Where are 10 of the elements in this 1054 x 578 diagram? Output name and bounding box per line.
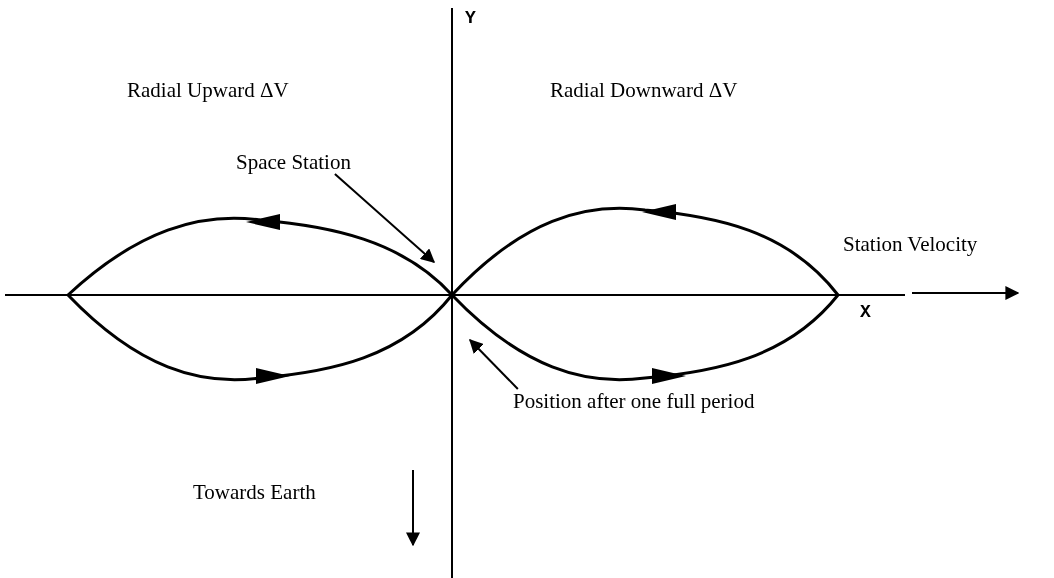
annotation-text: Radial Upward ΔV [127,78,289,103]
annotation-text: Radial Downward ΔV [550,78,738,103]
axis-label: X [860,302,871,323]
callout-text: Position after one full period [513,389,755,414]
axis-label: Y [465,8,476,29]
annotation-text: Station Velocity [843,232,978,257]
callout-text: Space Station [236,150,351,175]
leader-arrow [469,339,519,390]
annotation-text: Towards Earth [193,480,316,505]
leader-arrow [333,173,436,263]
